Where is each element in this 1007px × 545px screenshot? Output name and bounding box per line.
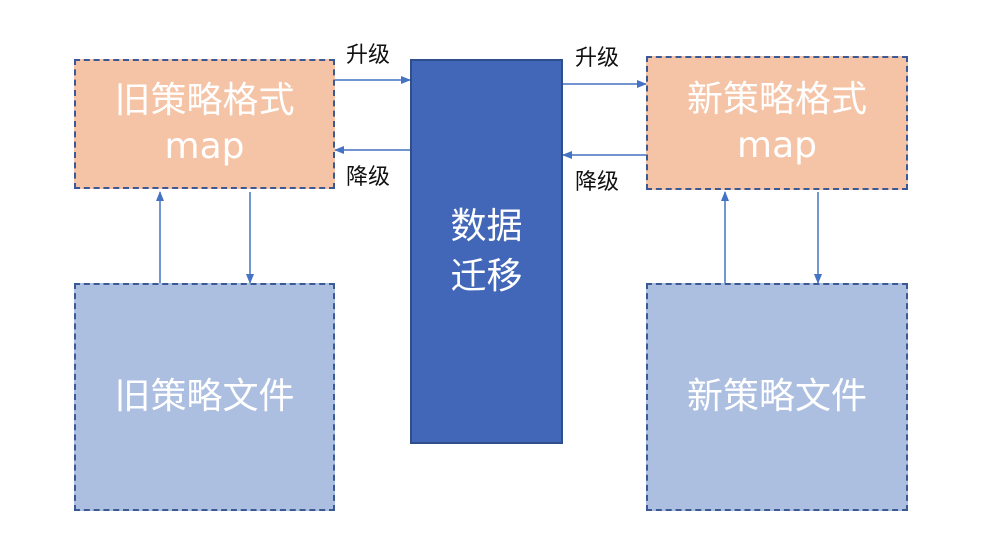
old-policy-map-node: 旧策略格式 map: [74, 59, 335, 189]
old-policy-file-label: 旧策略文件: [114, 376, 295, 417]
new-policy-file-label: 新策略文件: [686, 376, 867, 417]
new-policy-map-subtitle: map: [737, 125, 817, 166]
right-upgrade-label: 升级: [575, 46, 620, 71]
new-policy-file-node: 新策略文件: [646, 283, 908, 511]
data-migration-node: 数据 迁移: [410, 59, 563, 444]
old-policy-map-title: 旧策略格式: [114, 80, 295, 121]
old-policy-map-subtitle: map: [164, 126, 245, 167]
left-upgrade-label: 升级: [346, 43, 391, 68]
data-migration-line2: 迁移: [450, 255, 523, 297]
left-downgrade-label: 降级: [346, 165, 391, 190]
data-migration-line1: 数据: [450, 205, 523, 247]
right-downgrade-label: 降级: [575, 170, 620, 195]
new-policy-map-title: 新策略格式: [686, 79, 867, 120]
new-policy-map-node: 新策略格式 map: [646, 56, 908, 190]
old-policy-file-node: 旧策略文件: [74, 283, 335, 511]
